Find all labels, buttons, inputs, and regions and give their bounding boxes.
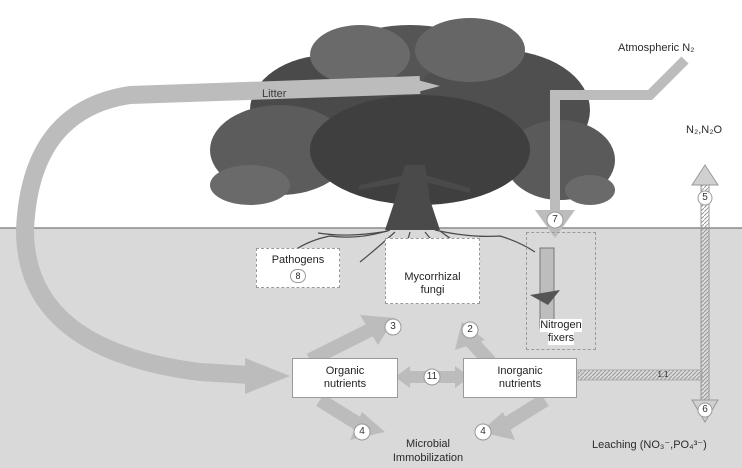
nitrogen-fixers-box: Nitrogen fixers (526, 232, 596, 350)
process-number-4b: 4 (480, 426, 486, 437)
pathogens-label: Pathogens (271, 253, 325, 266)
atmospheric-n2-label: Atmospheric N₂ (618, 42, 695, 54)
process-number-2: 2 (467, 324, 473, 335)
litter-arrow (15, 76, 421, 384)
inorganic-nutrients-box: Inorganic nutrients (463, 358, 577, 398)
microbial-immobilization-label: Microbial Immobilization (378, 437, 478, 465)
inorganic-connector (577, 369, 703, 381)
n2-n2o-label: N₂,N₂O (686, 124, 723, 136)
process-number-3: 3 (390, 321, 396, 332)
litter-label: Litter (262, 88, 287, 100)
nitrogen-fixers-line2: fixers (547, 332, 575, 345)
microbial-line1: Microbial (405, 438, 450, 450)
arrow-1-head-left (395, 366, 410, 388)
leaching-label: Leaching (NO₃⁻,PO₄³⁻) (592, 439, 707, 451)
litter-arrow-tail (410, 78, 440, 94)
mycorrhizal-line2: fungi (420, 284, 445, 296)
atmospheric-n2-arrow (550, 56, 689, 210)
nitrogen-fixers-line1: Nitrogen (540, 319, 582, 332)
arrow-4-right (501, 394, 549, 431)
tree-canopy (210, 18, 615, 205)
organic-line2: nutrients (323, 378, 367, 390)
process-number-4a: 4 (359, 426, 365, 437)
tree-trunk (358, 165, 470, 230)
pathogens-box: Pathogens 8 (256, 248, 340, 288)
microbial-line2: Immobilization (392, 452, 464, 464)
process-number-11: 11 (426, 371, 438, 382)
process-number-7: 7 (552, 214, 558, 225)
litter-arrowhead (245, 358, 290, 394)
organic-line1: Organic (325, 365, 365, 377)
process-number-6: 6 (702, 404, 708, 415)
arrow-3 (306, 323, 374, 367)
inorganic-line2: nutrients (498, 378, 542, 390)
arrow-1-head-right (455, 366, 470, 388)
arrow-4-left (316, 394, 364, 431)
pathogens-number: 8 (290, 268, 306, 283)
mycorrhizal-line1: Mycorrhizal (404, 271, 461, 283)
n2-arrowhead (691, 164, 719, 186)
organic-nutrients-box: Organic nutrients (292, 358, 398, 398)
mycorrhizal-fungi-box: Mycorrhizal fungi (385, 238, 480, 304)
process-number-1-1: 1.1 (657, 370, 669, 379)
process-number-5: 5 (702, 192, 708, 203)
n2-leaching-shaft (700, 181, 710, 403)
inorganic-line1: Inorganic (497, 365, 543, 377)
